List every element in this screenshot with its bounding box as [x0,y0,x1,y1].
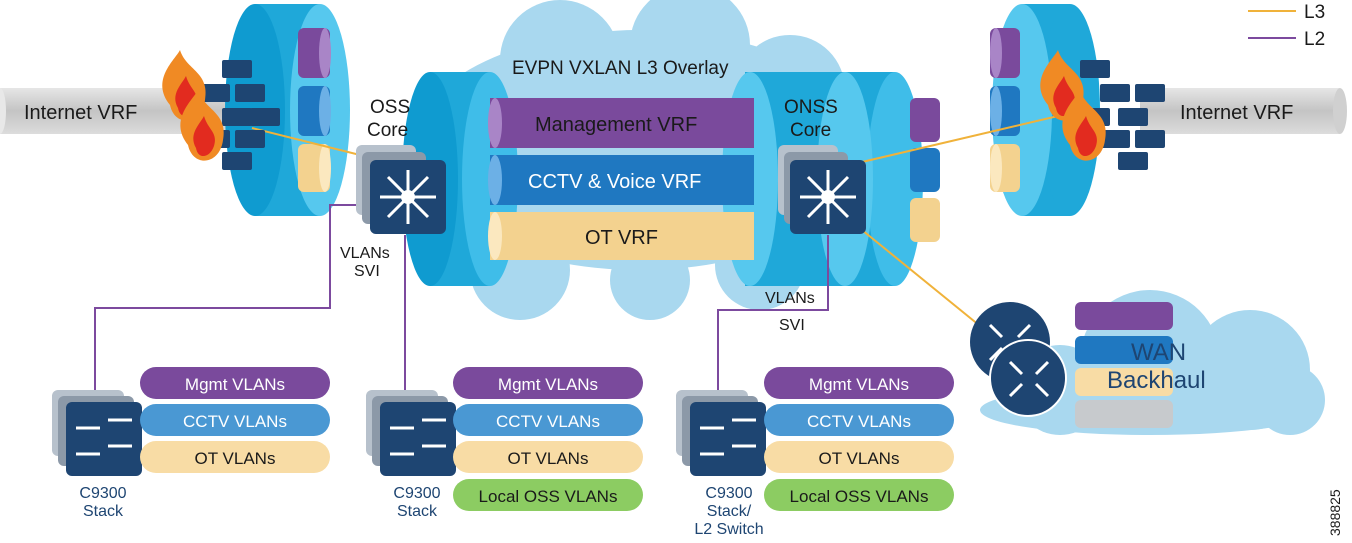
stack-1-caption-2: Stack [83,503,124,520]
vlan-group-2 [453,367,643,511]
wan-label-1: WAN [1131,339,1186,366]
l2-switch-icon [390,418,446,456]
firewall-left [162,50,280,170]
oss-core-switch [356,145,446,234]
vlan-pill [453,404,643,436]
vlan-label: CCTV VLANs [496,412,600,431]
vlan-label: Local OSS VLANs [479,487,618,506]
flame-icon [162,50,224,161]
legend-l2-label: L2 [1304,29,1325,50]
vlan-label: OT VLANs [508,449,589,468]
stack-1-caption-1: C9300 [79,485,126,502]
vrf-bar-management [490,98,754,148]
stack-2-caption-1: C9300 [393,485,440,502]
vlan-pill [764,367,954,399]
flame-icon [1040,50,1106,161]
vlan-label: OT VLANs [195,449,276,468]
access-stack-1 [52,390,142,476]
internet-vrf-right-label: Internet VRF [1180,102,1293,124]
oss-core-label-2: Core [367,120,408,141]
vrf-bar-cctv [490,155,754,205]
vrf-management-label: Management VRF [535,114,697,136]
vlan-pill [764,479,954,511]
vlan-label: CCTV VLANs [807,412,911,431]
internet-vrf-left-label: Internet VRF [24,102,137,124]
l2-switch-icon [76,418,132,456]
firewall-right [1040,50,1165,170]
vlan-pill [140,441,330,473]
vlan-pill [453,479,643,511]
wan-bars [1075,302,1173,428]
svi-right-line2: SVI [779,317,805,334]
vrf-bar-ot [490,212,754,260]
vrf-ot-label: OT VRF [585,227,658,249]
wan-label-2: Backhaul [1107,367,1206,394]
svi-right-line1: VLANs [765,290,815,307]
l2-switch-icon [700,418,756,456]
vlan-label: Local OSS VLANs [790,487,929,506]
onss-core-label-1: ONSS [784,97,838,118]
figure-id: 388825 [1327,489,1343,536]
svi-left-line2: SVI [354,263,380,280]
vlan-pill [453,441,643,473]
stack-3-caption-1: C9300 [705,485,752,502]
vlan-label: CCTV VLANs [183,412,287,431]
stack-2-caption-2: Stack [397,503,438,520]
vlan-label: Mgmt VLANs [809,375,909,394]
l2-links [94,204,829,392]
onss-core-switch [778,145,866,234]
vlan-pill [140,367,330,399]
oss-core-label-1: OSS [370,97,410,118]
vrf-cctv-label: CCTV & Voice VRF [528,171,701,193]
vlan-group-3 [764,367,954,511]
vlan-label: Mgmt VLANs [498,375,598,394]
vlan-pill [764,404,954,436]
legend: L3 L2 [1248,2,1325,50]
router-icon [970,302,1067,417]
stack-3-caption-2: Stack/ [707,503,752,520]
legend-l3-label: L3 [1304,2,1325,23]
internet-pipe-right [1140,88,1347,134]
vlan-pill [764,441,954,473]
access-stack-3 [676,390,766,476]
vlan-label: OT VLANs [819,449,900,468]
onss-core-label-2: Core [790,120,831,141]
overlay-title: EVPN VXLAN L3 Overlay [512,58,729,79]
vlan-pill [140,404,330,436]
svi-left-line1: VLANs [340,245,390,262]
vlan-pill [453,367,643,399]
vlan-label: Mgmt VLANs [185,375,285,394]
vrf-bars [488,98,754,260]
vlan-group-1 [140,367,330,473]
stack-3-caption-3: L2 Switch [694,521,763,538]
access-stack-2 [366,390,456,476]
